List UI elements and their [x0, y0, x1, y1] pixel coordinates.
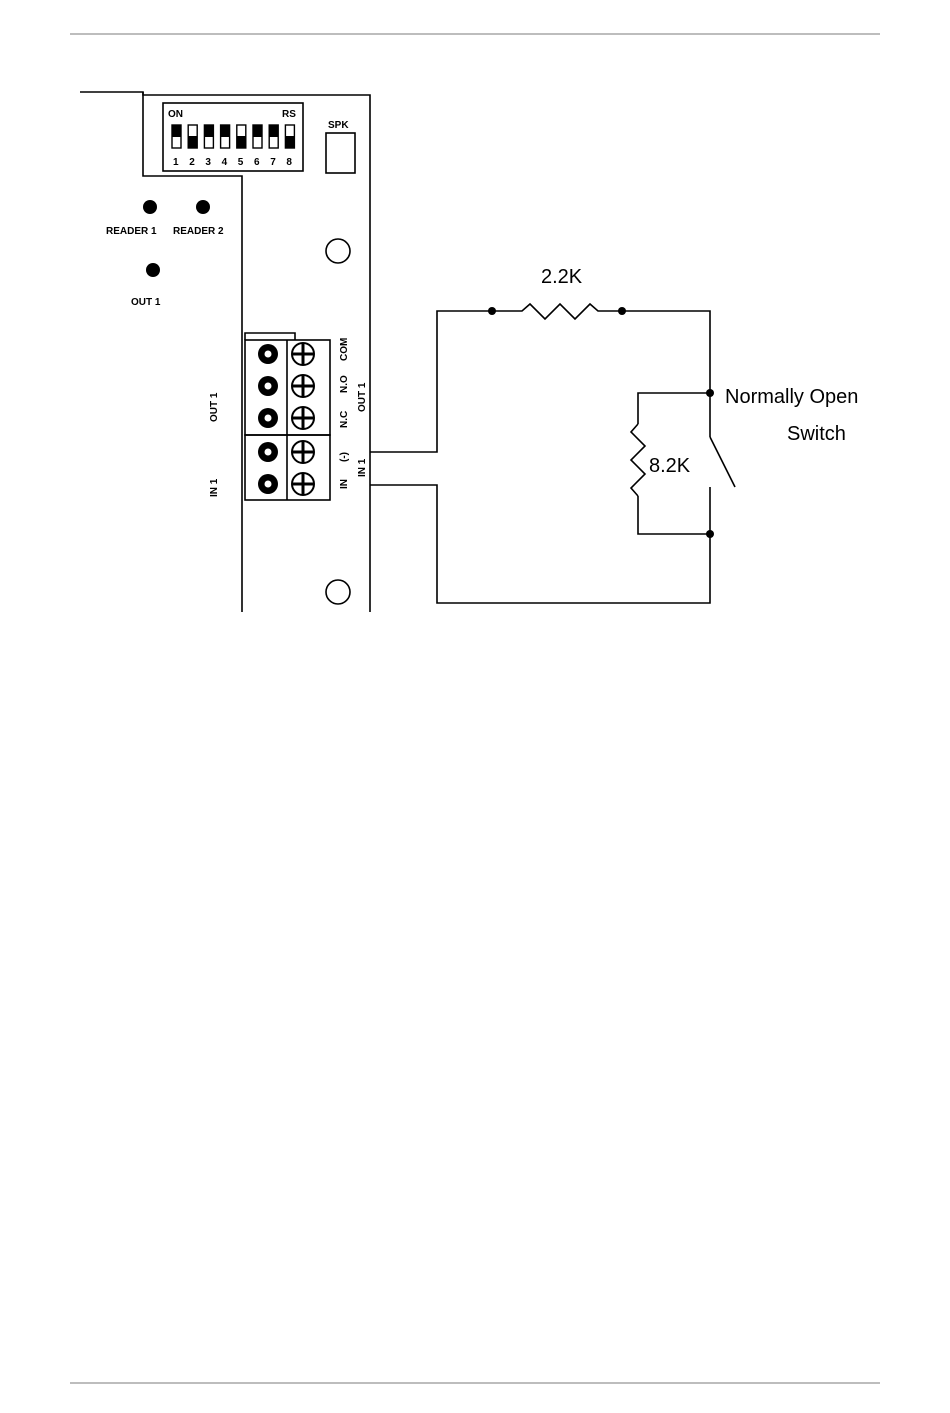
dip-number-7: 7	[270, 157, 276, 168]
resistor-2-2k	[492, 304, 622, 319]
junction-dot	[488, 307, 496, 315]
resistor-2-2k-label: 2.2K	[541, 266, 583, 288]
terminal-wire-hole-3	[265, 415, 272, 422]
junction-dot	[618, 307, 626, 315]
resistor-8-2k-label: 8.2K	[649, 455, 691, 477]
board-outline	[80, 92, 242, 612]
dip-number-5: 5	[238, 157, 244, 168]
led-reader2	[196, 200, 210, 214]
pin-no-label: N.O	[339, 375, 350, 393]
dip-number-3: 3	[205, 157, 211, 168]
pin-com-label: COM	[339, 338, 350, 361]
junction-dot	[706, 389, 714, 397]
out-pins-group-label: OUT 1	[357, 382, 368, 412]
terminal-wire-hole-1	[265, 351, 272, 358]
dip-number-4: 4	[222, 157, 228, 168]
led-reader2-label: READER 2	[173, 226, 224, 237]
led-out1-label: OUT 1	[131, 297, 161, 308]
led-out1	[146, 263, 160, 277]
terminal-wire-hole-4	[265, 449, 272, 456]
dip-rs-label: RS	[282, 109, 296, 120]
dip-number-6: 6	[254, 157, 260, 168]
dip-number-1: 1	[173, 157, 179, 168]
board-outline-inner	[143, 92, 370, 612]
led-reader1	[143, 200, 157, 214]
spk-label: SPK	[328, 120, 349, 131]
wire-series-right	[622, 311, 710, 393]
junction-dot	[706, 530, 714, 538]
dip-toggle-lever-2	[188, 136, 197, 148]
terminal-wire-hole-5	[265, 481, 272, 488]
pin-neg-label: (-)	[339, 452, 350, 462]
resistor-8-2k	[631, 424, 645, 496]
mounting-hole-top	[326, 239, 350, 263]
dip-toggle-lever-8	[285, 136, 294, 148]
switch-blade	[710, 437, 735, 487]
pin-in-label: IN	[339, 479, 350, 489]
switch-label-line2: Switch	[787, 423, 846, 445]
switch-label-line1: Normally Open	[725, 386, 858, 408]
dip-number-8: 8	[286, 157, 292, 168]
dip-toggle-lever-5	[237, 136, 246, 148]
terminal-screws	[258, 343, 314, 495]
dip-toggle-lever-4	[221, 125, 230, 137]
dip-number-2: 2	[189, 157, 195, 168]
in-pins-group-label: IN 1	[357, 458, 368, 477]
dip-toggle-lever-6	[253, 125, 262, 137]
dip-toggle-lever-1	[172, 125, 181, 137]
parallel-branch-top	[638, 393, 710, 424]
mounting-hole-bottom	[326, 580, 350, 604]
dip-toggles	[172, 125, 294, 148]
terminal-block-tab	[245, 333, 295, 340]
out-group-label: OUT 1	[209, 392, 220, 422]
spk-box	[326, 133, 355, 173]
dip-toggle-lever-7	[269, 125, 278, 137]
wire-in	[370, 485, 710, 603]
dip-toggle-lever-3	[204, 125, 213, 137]
wire-negative	[370, 311, 492, 452]
terminal-wire-hole-2	[265, 383, 272, 390]
dip-on-label: ON	[168, 109, 183, 120]
parallel-branch-bottom	[638, 496, 710, 534]
led-reader1-label: READER 1	[106, 226, 157, 237]
in-group-label: IN 1	[209, 478, 220, 497]
pin-nc-label: N.C	[339, 411, 350, 428]
